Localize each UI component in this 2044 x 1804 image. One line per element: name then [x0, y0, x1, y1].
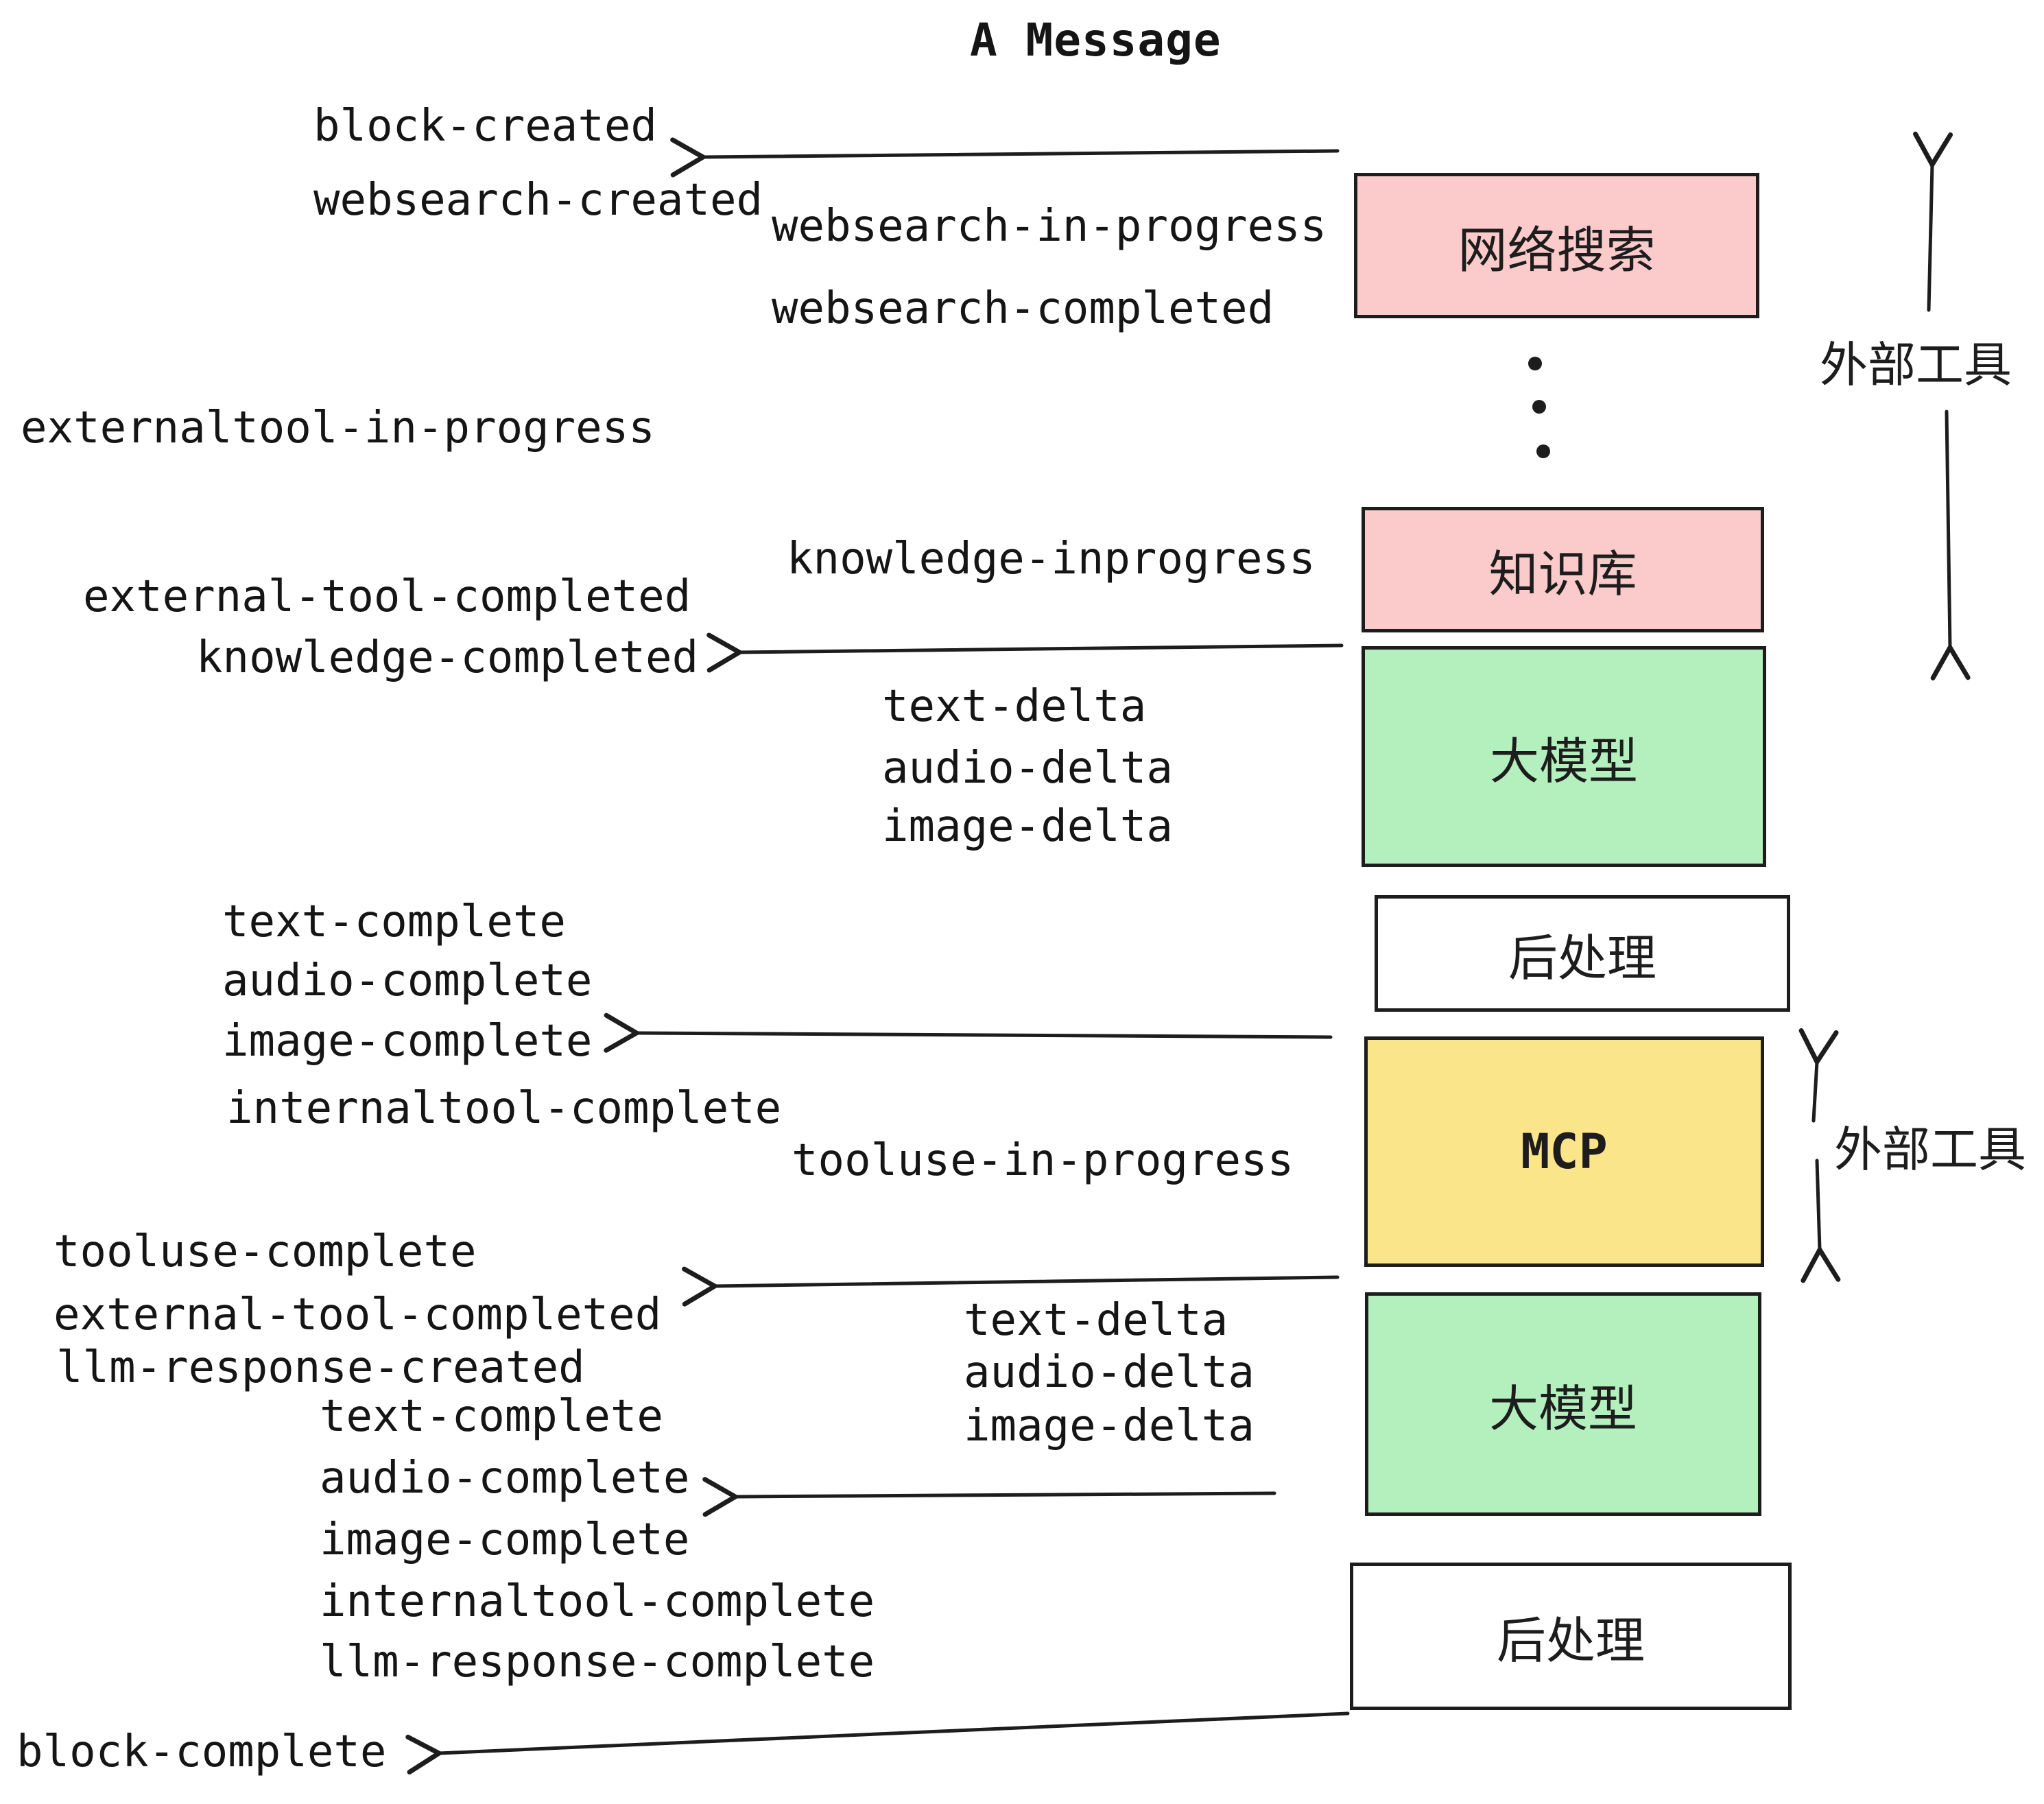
box-llm-1-label: 大模型 [1489, 734, 1638, 790]
external-tools-top-down-arrow [1930, 410, 1971, 680]
ellipsis-dot [1536, 444, 1550, 458]
event-audio-complete-1: audio-complete [222, 956, 593, 1006]
arrow-internal-complete-1 [604, 1012, 1333, 1053]
arrow-tooluse-complete [682, 1266, 1340, 1307]
event-knowledge-completed: knowledge-completed [196, 632, 699, 683]
event-websearch-completed: websearch-completed [772, 283, 1274, 334]
box-postprocess-1-label: 后处理 [1508, 931, 1656, 986]
event-image-complete-2: image-complete [320, 1515, 690, 1565]
event-text-complete-1: text-complete [222, 897, 566, 947]
event-internaltool-complete-2: internaltool-complete [320, 1576, 875, 1627]
event-external-tool-completed-2: external-tool-completed [54, 1290, 662, 1340]
event-websearch-in-progress: websearch-in-progress [772, 201, 1327, 252]
arrow-block-complete [405, 1711, 1350, 1775]
ellipsis-dot [1532, 400, 1546, 414]
box-websearch: 网络搜索 [1354, 173, 1759, 318]
ellipsis-dot [1528, 357, 1542, 370]
arrow-knowledge-completed [706, 632, 1344, 673]
box-postprocess-2: 后处理 [1350, 1563, 1792, 1710]
event-image-delta-2: image-delta [964, 1401, 1255, 1451]
arrow-websearch-created [670, 137, 1340, 178]
event-image-complete-1: image-complete [222, 1016, 593, 1067]
box-postprocess-1: 后处理 [1375, 895, 1790, 1012]
external-tools-mid-up-arrow [1798, 1028, 1839, 1123]
box-llm-2-label: 大模型 [1488, 1381, 1637, 1437]
event-llm-response-complete: llm-response-complete [320, 1637, 875, 1687]
event-tooluse-in-progress: tooluse-in-progress [792, 1135, 1294, 1186]
event-tooluse-complete: tooluse-complete [54, 1226, 477, 1277]
event-block-created: block-created [313, 101, 657, 152]
event-text-delta-2: text-delta [964, 1295, 1228, 1346]
event-image-delta-1: image-delta [882, 801, 1173, 852]
external-tools-mid-down-arrow [1801, 1159, 1841, 1283]
box-postprocess-2-label: 后处理 [1496, 1614, 1645, 1669]
event-websearch-created: websearch-created [313, 175, 763, 226]
box-mcp: MCP [1364, 1036, 1764, 1267]
event-audio-delta-1: audio-delta [882, 743, 1173, 794]
event-block-complete: block-complete [16, 1726, 387, 1777]
event-external-tool-completed-1: external-tool-completed [83, 571, 691, 622]
event-text-complete-2: text-complete [320, 1391, 663, 1442]
event-externaltool-in-progress: externaltool-in-progress [21, 403, 655, 453]
box-mcp-label: MCP [1521, 1124, 1608, 1180]
event-llm-response-created: llm-response-created [56, 1342, 585, 1393]
box-websearch-label: 网络搜索 [1458, 223, 1656, 278]
box-knowledge: 知识库 [1362, 507, 1764, 632]
external-tools-top-up-arrow [1913, 131, 1953, 312]
box-knowledge-label: 知识库 [1488, 547, 1637, 602]
box-llm-2: 大模型 [1365, 1292, 1761, 1516]
event-internaltool-complete-1: internaltool-complete [226, 1083, 782, 1134]
event-text-delta-1: text-delta [882, 681, 1147, 732]
arrow-internal-complete-2 [702, 1477, 1276, 1517]
box-llm-1: 大模型 [1362, 646, 1766, 867]
event-audio-complete-2: audio-complete [320, 1453, 690, 1504]
external-tools-label-top: 外部工具 [1820, 338, 2012, 392]
event-knowledge-inprogress: knowledge-inprogress [787, 534, 1316, 584]
diagram-title: A Message [970, 14, 1222, 67]
external-tools-label-mid: 外部工具 [1834, 1123, 2026, 1176]
event-audio-delta-2: audio-delta [964, 1347, 1255, 1398]
